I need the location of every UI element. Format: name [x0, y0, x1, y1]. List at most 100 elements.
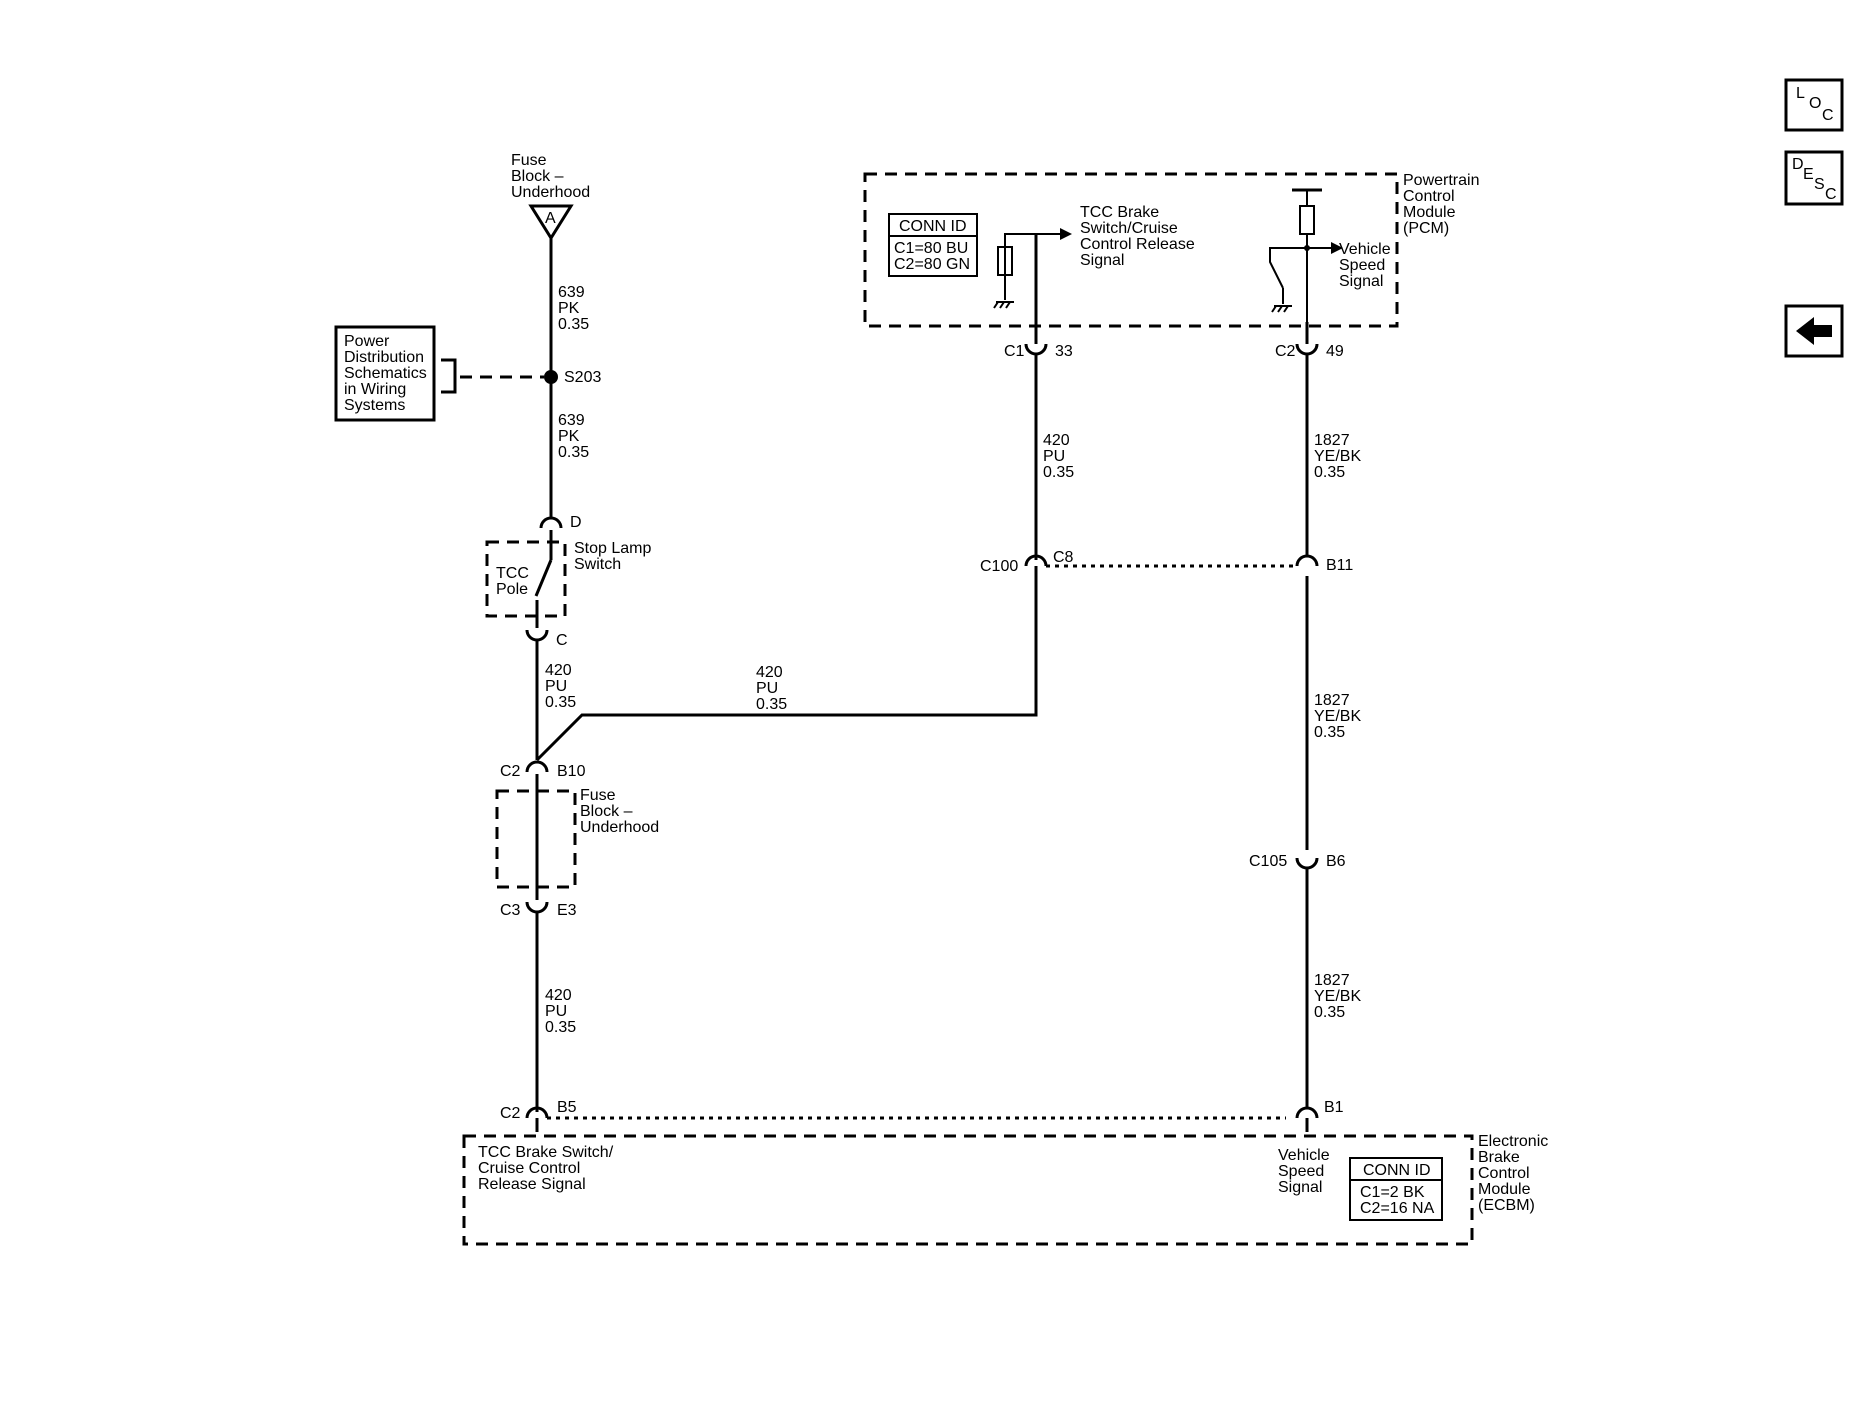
- ecbm-module-label: Electronic Brake Control Module (ECBM): [1478, 1133, 1548, 1214]
- connector-d-symbol: [539, 516, 563, 529]
- fuse-block-mid-box: [495, 789, 577, 889]
- pin-e3-label: E3: [557, 902, 577, 919]
- pin-c-label: C: [556, 632, 568, 649]
- svg-text:0.35: 0.35: [1314, 724, 1345, 741]
- stop-lamp-switch-label: Stop Lamp Switch: [574, 540, 651, 573]
- svg-text:YE/BK: YE/BK: [1314, 988, 1361, 1005]
- connector-c2-b10-symbol: [525, 760, 549, 773]
- pin-d-label: D: [570, 514, 582, 531]
- svg-text:Fuse: Fuse: [580, 787, 616, 804]
- vss-pullup-resistor: [1299, 205, 1315, 235]
- conn-c2-pcm-label: C2: [1275, 343, 1296, 360]
- splice-label: S203: [564, 369, 601, 386]
- wire-1827-label-a: 1827 YE/BK 0.35: [1314, 432, 1361, 481]
- pin-b6-label: B6: [1326, 853, 1346, 870]
- back-button[interactable]: [1784, 304, 1844, 358]
- left-arrow-icon: [1796, 317, 1832, 345]
- pin-b1-label: B1: [1324, 1099, 1344, 1116]
- svg-text:420: 420: [1043, 432, 1070, 449]
- connector-c105-b6-symbol: [1295, 857, 1319, 870]
- signal-arrow-icon: [1331, 242, 1343, 254]
- pin-49-label: 49: [1326, 343, 1344, 360]
- connector-c2-49-symbol: [1295, 343, 1319, 356]
- pcm-tcc-signal-label: TCC Brake Switch/Cruise Control Release …: [1080, 204, 1195, 269]
- svg-text:TCC: TCC: [496, 565, 529, 582]
- svg-text:YE/BK: YE/BK: [1314, 708, 1361, 725]
- wire-639-label-a: 639 PK 0.35: [558, 284, 589, 333]
- svg-text:YE/BK: YE/BK: [1314, 448, 1361, 465]
- svg-text:PK: PK: [558, 300, 580, 317]
- ecbm-vss-signal-label: Vehicle Speed Signal: [1278, 1147, 1330, 1196]
- fuse-block-underhood-label: Fuse Block – Underhood: [511, 152, 590, 201]
- svg-text:PU: PU: [756, 680, 778, 697]
- svg-text:Stop Lamp: Stop Lamp: [574, 540, 651, 557]
- connector-c100-c8-symbol: [1024, 554, 1048, 567]
- terminal-a-label: A: [545, 210, 556, 227]
- svg-text:Release Signal: Release Signal: [478, 1176, 586, 1193]
- pin-b11-label: B11: [1326, 557, 1353, 574]
- desc-letter: C: [1825, 186, 1837, 203]
- svg-text:Schematics: Schematics: [344, 365, 427, 382]
- svg-text:Systems: Systems: [344, 397, 405, 414]
- svg-text:Control: Control: [1403, 188, 1455, 205]
- pcm-conn-id-table: CONN ID C1=80 BU C2=80 GN: [888, 213, 978, 277]
- svg-text:PU: PU: [545, 678, 567, 695]
- svg-text:Speed: Speed: [1339, 257, 1385, 274]
- wire-420-label-left-a: 420 PU 0.35: [545, 662, 576, 711]
- svg-text:PU: PU: [1043, 448, 1065, 465]
- fuse-terminal-triangle: [528, 204, 574, 241]
- desc-letter: S: [1814, 176, 1825, 193]
- svg-text:C1=2 BK: C1=2 BK: [1360, 1184, 1425, 1201]
- svg-text:(PCM): (PCM): [1403, 220, 1449, 237]
- wire-639-label-b: 639 PK 0.35: [558, 412, 589, 461]
- svg-text:639: 639: [558, 284, 585, 301]
- ecbm-tcc-signal-label: TCC Brake Switch/ Cruise Control Release…: [478, 1144, 614, 1193]
- svg-text:in Wiring: in Wiring: [344, 381, 406, 398]
- conn-c3-label: C3: [500, 902, 521, 919]
- svg-text:Switch/Cruise: Switch/Cruise: [1080, 220, 1178, 237]
- svg-text:Module: Module: [1478, 1181, 1531, 1198]
- wire-420-branch: [535, 570, 1038, 762]
- conn-c2-b5-label: C2: [500, 1105, 521, 1122]
- svg-text:Signal: Signal: [1339, 273, 1383, 290]
- pcm-module-label: Powertrain Control Module (PCM): [1403, 172, 1479, 237]
- pin-33-label: 33: [1055, 343, 1073, 360]
- svg-text:C2=16 NA: C2=16 NA: [1360, 1200, 1435, 1217]
- reference-bracket: [441, 358, 457, 394]
- desc-letter: D: [1792, 156, 1804, 173]
- pcm-module-box: [863, 172, 1399, 328]
- svg-text:Fuse: Fuse: [511, 152, 547, 169]
- svg-text:Signal: Signal: [1080, 252, 1124, 269]
- ecbm-module-box: [462, 1134, 1474, 1246]
- svg-text:1827: 1827: [1314, 692, 1350, 709]
- svg-text:Control: Control: [1478, 1165, 1530, 1182]
- svg-text:1827: 1827: [1314, 432, 1350, 449]
- conn-c2-label: C2: [500, 763, 521, 780]
- svg-text:0.35: 0.35: [545, 1019, 576, 1036]
- svg-text:Switch: Switch: [574, 556, 621, 573]
- svg-text:Vehicle: Vehicle: [1278, 1147, 1330, 1164]
- svg-text:420: 420: [545, 987, 572, 1004]
- loc-button[interactable]: L O C: [1784, 78, 1844, 132]
- ground-icon: [993, 301, 1014, 309]
- power-distribution-reference[interactable]: Power Distribution Schematics in Wiring …: [334, 325, 436, 422]
- svg-text:420: 420: [545, 662, 572, 679]
- svg-text:Control Release: Control Release: [1080, 236, 1195, 253]
- desc-letter: E: [1803, 166, 1814, 183]
- connector-c100-b11-symbol: [1295, 554, 1319, 567]
- svg-text:(ECBM): (ECBM): [1478, 1197, 1535, 1214]
- wire-1827-label-c: 1827 YE/BK 0.35: [1314, 972, 1361, 1021]
- svg-text:Underhood: Underhood: [580, 819, 659, 836]
- svg-text:TCC Brake Switch/: TCC Brake Switch/: [478, 1144, 614, 1161]
- loc-letter: L: [1796, 85, 1805, 102]
- pin-b5-label: B5: [557, 1099, 577, 1116]
- svg-text:639: 639: [558, 412, 585, 429]
- desc-button[interactable]: D E S C: [1784, 150, 1844, 206]
- svg-text:PK: PK: [558, 428, 580, 445]
- tcc-pulldown-wire: [1004, 233, 1036, 290]
- svg-text:CONN ID: CONN ID: [899, 218, 967, 235]
- svg-text:Signal: Signal: [1278, 1179, 1322, 1196]
- svg-text:Powertrain: Powertrain: [1403, 172, 1479, 189]
- svg-text:0.35: 0.35: [1043, 464, 1074, 481]
- svg-text:PU: PU: [545, 1003, 567, 1020]
